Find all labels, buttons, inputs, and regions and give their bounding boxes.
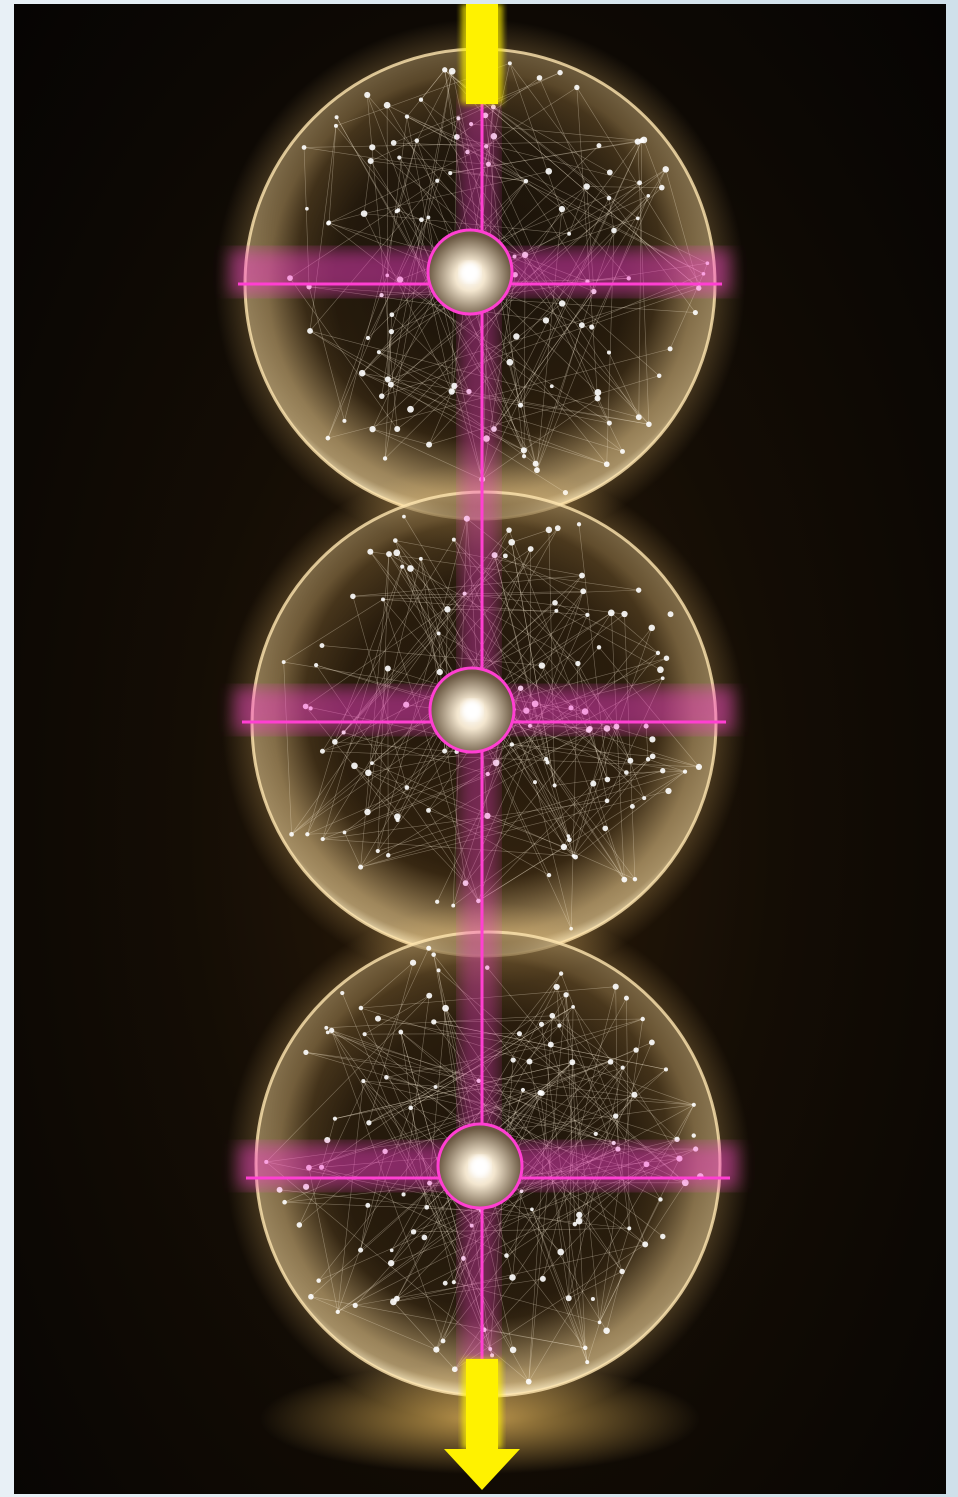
arrow-up-icon	[461, 4, 503, 104]
core-light-node	[430, 668, 514, 752]
sphere-illustration	[14, 4, 946, 1494]
core-light-node	[438, 1124, 522, 1208]
core-light-node	[428, 230, 512, 314]
image-frame	[14, 4, 946, 1494]
